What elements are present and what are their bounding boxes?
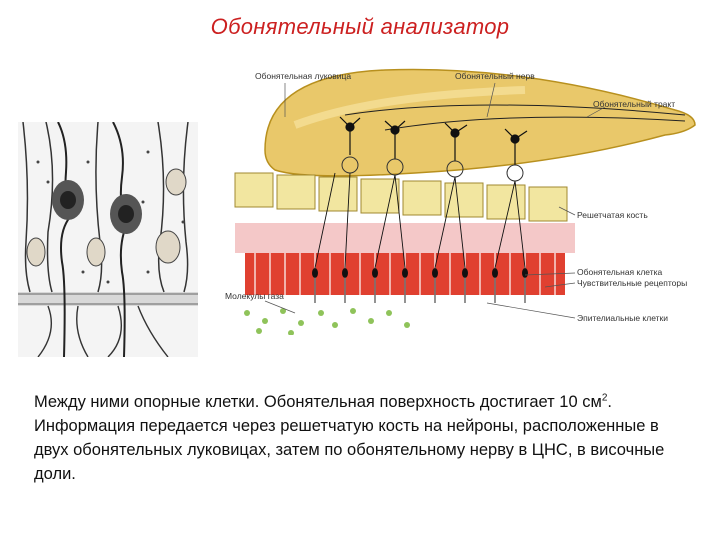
- label-molecules: Молекулы газа: [225, 291, 284, 301]
- caption-part-2: . Информация передается через решетчатую…: [34, 393, 665, 483]
- olfactory-epithelium-drawing: [18, 122, 198, 357]
- label-nerve: Обонятельный нерв: [455, 71, 535, 81]
- caption-superscript: 2: [601, 392, 608, 404]
- label-ethmoid: Решетчатая кость: [577, 210, 648, 220]
- label-epithelium: Эпителиальные клетки: [577, 313, 668, 323]
- caption-part-1: Между ними опорные клетки. Обонятельная …: [34, 393, 602, 411]
- slide-title: Обонятельный анализатор: [210, 14, 510, 39]
- label-olfactory-cell: Обонятельная клетка: [577, 267, 663, 277]
- label-receptors: Чувствительные рецепторы: [577, 278, 687, 288]
- olfactory-analyzer-diagram: Обонятельная луковица Обонятельный нерв …: [225, 68, 696, 335]
- caption-text: Между ними опорные клетки. Обонятельная …: [34, 390, 694, 486]
- label-bulb: Обонятельная луковица: [255, 71, 351, 81]
- label-tract: Обонятельный тракт: [593, 99, 675, 109]
